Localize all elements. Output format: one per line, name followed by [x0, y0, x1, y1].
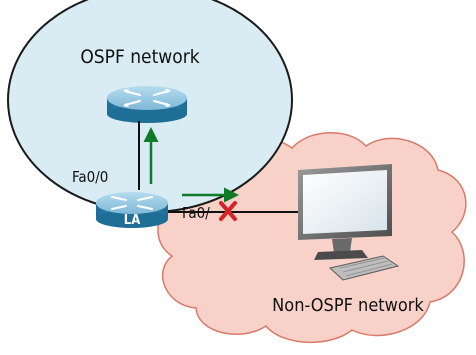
non-ospf-network-label: Non-OSPF network — [272, 295, 424, 316]
interface-fa0-0-label: Fa0/0 — [72, 168, 108, 186]
router-icon — [107, 86, 187, 123]
x-mark-icon — [219, 201, 237, 221]
router-la-icon: LA — [96, 192, 168, 228]
desktop-computer-icon — [298, 164, 400, 281]
interface-fa0-1-label: Fa0/ — [182, 204, 210, 222]
ospf-network-label: OSPF network — [80, 46, 199, 68]
router-la-label: LA — [124, 213, 141, 228]
